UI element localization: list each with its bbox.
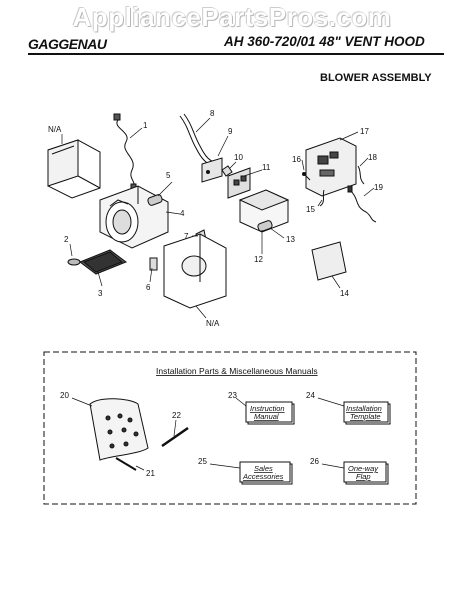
label-26: 26 [310, 457, 319, 466]
cover-panel-na [47, 139, 101, 199]
part-25-sales-box [239, 461, 291, 483]
part-23-manual-box [245, 401, 293, 423]
label-24: 24 [306, 391, 315, 400]
part-26-flap-box [343, 461, 387, 483]
label-20: 20 [60, 391, 69, 400]
label-10: 10 [234, 153, 243, 162]
part-8-cable [179, 113, 215, 167]
part-18-lead [357, 165, 365, 185]
one-way-flap-line1: One-way [348, 464, 379, 473]
part-21-marker [115, 457, 137, 471]
part-17-control-panel [305, 137, 357, 197]
part-16-screw [302, 172, 311, 181]
part-2-grommet [67, 258, 81, 266]
label-23: 23 [228, 391, 237, 400]
label-na-bottom: N/A [206, 319, 220, 328]
label-12: 12 [254, 255, 263, 264]
label-4: 4 [180, 209, 185, 218]
part-19-wire-plug [347, 185, 377, 223]
part-20-template-sheet [89, 398, 149, 461]
label-1: 1 [143, 121, 148, 130]
part-1-wire-harness [113, 113, 137, 191]
label-13: 13 [286, 235, 295, 244]
model-title: AH 360-720/01 48" VENT HOOD [224, 34, 425, 49]
label-8: 8 [210, 109, 215, 118]
label-7: 7 [184, 232, 189, 241]
label-19: 19 [374, 183, 383, 192]
label-14: 14 [340, 289, 349, 298]
label-16: 16 [292, 155, 301, 164]
section-title: BLOWER ASSEMBLY [320, 72, 432, 84]
brand-logo: GAGGENAU [28, 36, 107, 52]
label-18: 18 [368, 153, 377, 162]
label-15: 15 [306, 205, 315, 214]
part-14-panel [311, 241, 347, 281]
installation-template-line2: Template [350, 412, 381, 421]
installation-template-line1: Installation [346, 404, 382, 413]
part-22-rod [161, 426, 189, 448]
label-6: 6 [146, 283, 151, 292]
label-2: 2 [64, 235, 69, 244]
part-5-capacitor [147, 194, 163, 206]
sales-accessories-line1: Sales [254, 464, 273, 473]
part-3-filter [78, 249, 128, 275]
label-22: 22 [172, 411, 181, 420]
instruction-manual-line1: Instruction [250, 404, 285, 413]
label-na-top: N/A [48, 125, 62, 134]
part-24-template-box [343, 401, 389, 423]
label-9: 9 [228, 127, 233, 136]
label-3: 3 [98, 289, 103, 298]
installation-box-title: Installation Parts & Miscellaneous Manua… [156, 366, 318, 376]
label-11: 11 [262, 163, 271, 172]
part-9-bracket [201, 157, 223, 183]
label-5: 5 [166, 171, 171, 180]
sales-accessories-line2: Accessories [242, 472, 284, 481]
lower-housing-na [163, 233, 227, 309]
part-15-wire [319, 189, 325, 207]
installation-box-border [43, 351, 417, 505]
part-6-bracket [149, 257, 158, 271]
one-way-flap-line2: Flap [356, 472, 371, 481]
instruction-manual-line2: Manual [254, 412, 279, 421]
header-rule [28, 53, 444, 55]
watermark: AppliancePartsPros.com [72, 2, 392, 32]
part-10-clip [221, 165, 233, 177]
part-13-capacitor [257, 220, 273, 232]
label-21: 21 [146, 469, 155, 478]
part-12-housing [238, 189, 290, 233]
label-25: 25 [198, 457, 207, 466]
label-17: 17 [360, 127, 369, 136]
